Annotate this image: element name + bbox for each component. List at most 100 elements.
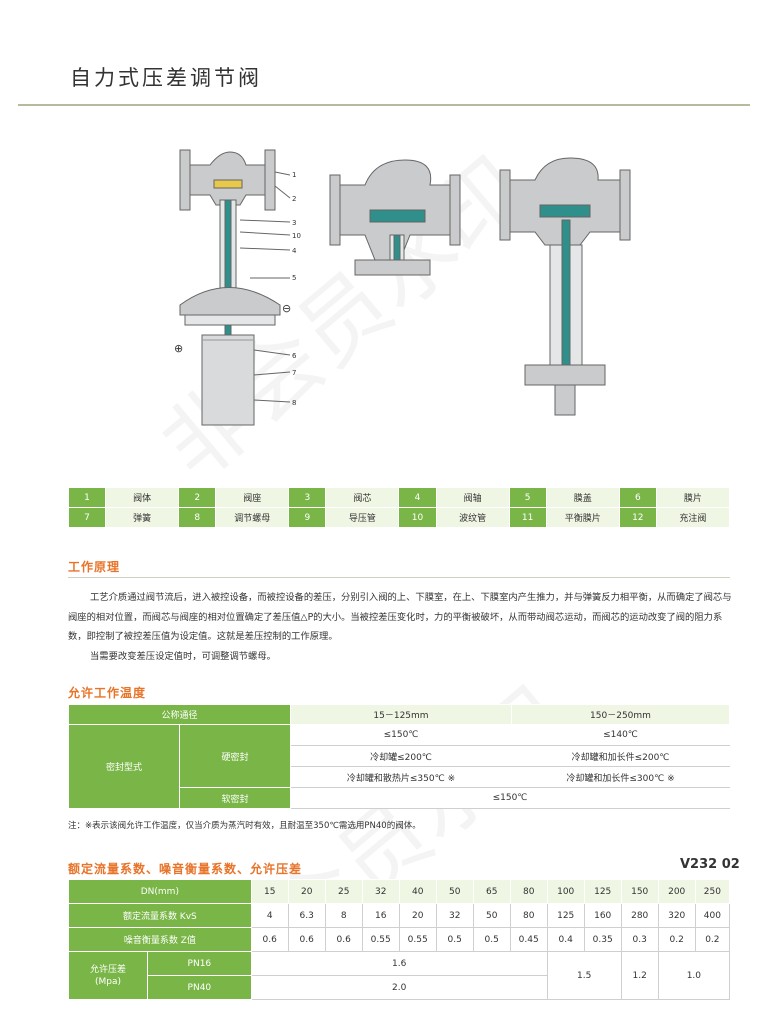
table-cell: 2.0 (250, 975, 548, 1000)
table-cell: 0.35 (583, 927, 622, 952)
header-cell: 150－250mm (511, 704, 730, 725)
part-number: 8 (178, 507, 217, 528)
principle-paragraph: 工艺介质通过阀节流后，进入被控设备，而被控设备的差压，分别引入阀的上、下膜室，在… (68, 592, 732, 642)
table-cell: 400 (694, 903, 731, 928)
table-cell: 20 (398, 903, 437, 928)
table-cell: 1.6 (250, 951, 548, 976)
table-cell: ≤150℃ (290, 787, 730, 809)
temperature-table: 公称通径 15－125mm 150－250mm 密封型式 硬密封 ≤150℃ ≤… (68, 704, 730, 809)
section-heading-temperature: 允许工作温度 (68, 686, 147, 700)
table-cell: 0.55 (398, 927, 437, 952)
minus-sign-icon: ⊖ (282, 302, 291, 315)
table-row: 噪音衡量系数 Z值 0.6 0.6 0.6 0.55 0.55 0.5 0.5 … (68, 927, 731, 952)
principle-paragraph: 当需要改变差压设定值时，可调整调节螺母。 (90, 650, 276, 662)
table-cell: 16 (361, 903, 400, 928)
page-title: 自力式压差调节阀 (70, 66, 262, 90)
table-cell: 20 (287, 879, 326, 904)
header-cell: 15－125mm (290, 704, 512, 725)
table-cell: 6.3 (287, 903, 326, 928)
valve-diagram-3 (499, 157, 631, 416)
table-cell: 0.5 (435, 927, 474, 952)
part-number: 1 (67, 487, 107, 508)
table-cell: 100 (546, 879, 585, 904)
table-cell: 200 (657, 879, 696, 904)
table-cell: 15 (250, 879, 289, 904)
table-cell: 1.2 (620, 951, 659, 1000)
table-cell: 80 (509, 903, 548, 928)
part-name: 导压管 (325, 507, 400, 528)
table-row: 公称通径 15－125mm 150－250mm (68, 704, 730, 725)
part-name: 阀轴 (435, 487, 510, 508)
row-header: 硬密封 (179, 724, 291, 788)
table-cell: 0.45 (509, 927, 548, 952)
table-row: 冷却罐≤200℃ 冷却罐和加长件≤200℃ (69, 745, 730, 767)
dp-label: 允许压差 (89, 964, 126, 975)
table-row: 允许压差 (Mpa) PN16 1.6 1.5 1.2 1.0 (68, 951, 731, 1000)
callout-label: 2 (292, 195, 296, 203)
part-number: 4 (398, 487, 437, 508)
table-cell: 125 (583, 879, 622, 904)
table-cell: 0.55 (361, 927, 400, 952)
table-cell: 冷却罐和散热片≤350℃ ※ (290, 766, 512, 788)
table-cell: 320 (657, 903, 696, 928)
part-name: 平衡膜片 (545, 507, 620, 528)
table-row: 软密封 ≤150℃ (69, 787, 730, 809)
part-number: 7 (67, 507, 107, 528)
callout-label: 5 (292, 274, 296, 282)
part-number: 9 (288, 507, 327, 528)
part-number: 11 (508, 507, 547, 528)
table-cell: 0.6 (324, 927, 363, 952)
model-code: V232 02 (680, 857, 740, 872)
callout-label: 6 (292, 352, 297, 360)
part-name: 阀芯 (325, 487, 400, 508)
part-number: 3 (288, 487, 327, 508)
part-name: 调节螺母 (215, 507, 290, 528)
section-heading-principle: 工作原理 (68, 560, 121, 574)
plus-sign-icon: ⊕ (174, 342, 183, 355)
table-cell: 0.3 (620, 927, 659, 952)
table-row: PN40 2.0 (69, 975, 730, 1000)
callout-label: 1 (292, 171, 296, 179)
table-cell: 125 (546, 903, 585, 928)
part-name: 阀体 (105, 487, 180, 508)
valve-diagram-2 (329, 159, 461, 276)
temperature-note: 注：※表示该阀允许工作温度，仅当介质为蒸汽时有效，且耐温至350℃需选用PN40… (68, 821, 421, 831)
part-name: 弹簧 (105, 507, 180, 528)
table-cell: 冷却罐和加长件≤300℃ ※ (511, 766, 730, 788)
table-cell: 8 (324, 903, 363, 928)
table-cell: 0.5 (472, 927, 511, 952)
row-header: 噪音衡量系数 Z值 (68, 927, 252, 952)
table-cell: ≤150℃ (290, 724, 512, 746)
section-heading-flow: 额定流量系数、噪音衡量系数、允许压差 (68, 862, 303, 876)
part-name: 充注阀 (655, 507, 731, 528)
part-name: 膜盖 (545, 487, 620, 508)
title-divider (18, 104, 750, 106)
callout-label: 7 (292, 369, 296, 377)
part-number: 5 (508, 487, 547, 508)
table-cell: 32 (361, 879, 400, 904)
flow-table: DN(mm) 15 20 25 32 40 50 65 80 100 125 1… (68, 879, 731, 1000)
part-number: 6 (618, 487, 657, 508)
table-cell: 32 (435, 903, 474, 928)
table-cell: 40 (398, 879, 437, 904)
table-cell: 25 (324, 879, 363, 904)
section-divider (68, 577, 730, 578)
header-cell: 公称通径 (68, 704, 291, 725)
part-name: 阀座 (215, 487, 290, 508)
table-cell: 0.2 (657, 927, 696, 952)
table-cell: 0.4 (546, 927, 585, 952)
principle-text: 工艺介质通过阀节流后，进入被控设备，而被控设备的差压，分别引入阀的上、下膜室，在… (68, 588, 736, 666)
table-cell: 1.5 (546, 951, 622, 1000)
part-name: 波纹管 (435, 507, 510, 528)
table-cell: 150 (620, 879, 659, 904)
table-cell: 160 (583, 903, 622, 928)
table-cell: 1.0 (657, 951, 731, 1000)
part-number: 2 (178, 487, 217, 508)
callout-label: 8 (292, 399, 296, 407)
table-cell: 280 (620, 903, 659, 928)
table-cell: 50 (472, 903, 511, 928)
part-name: 膜片 (655, 487, 731, 508)
